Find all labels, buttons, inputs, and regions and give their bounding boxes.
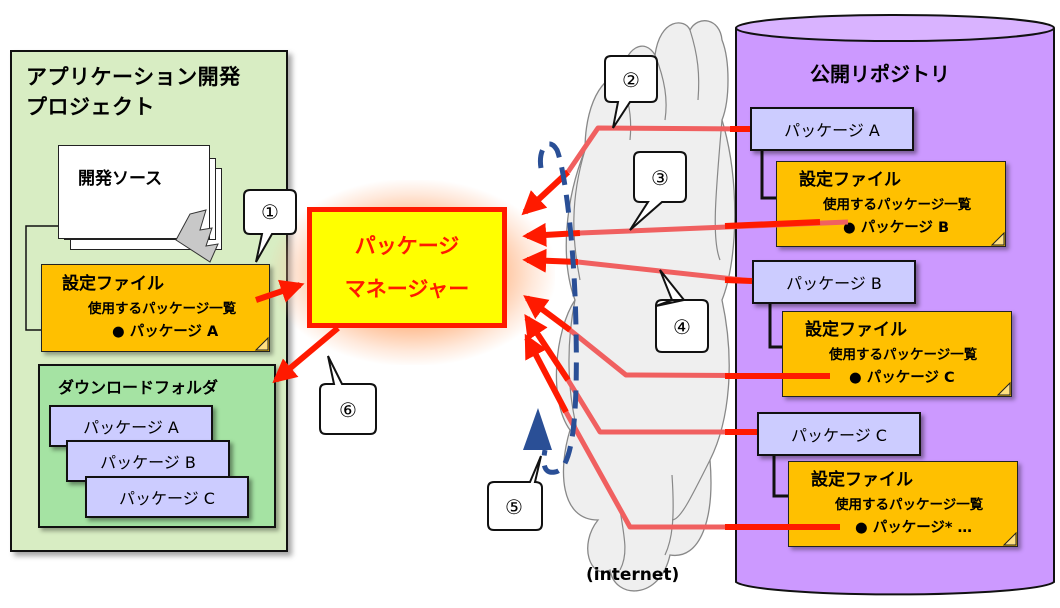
config-item: ● パッケージ C bbox=[849, 370, 955, 386]
config-title: 設定ファイル bbox=[805, 320, 907, 340]
download-folder-title: ダウンロードフォルダ bbox=[58, 378, 219, 397]
source-label: 開発ソース bbox=[78, 169, 163, 189]
repo-config-note-a: 設定ファイル 使用するパッケージ一覧 ● パッケージ B bbox=[776, 161, 1006, 247]
package-label: パッケージ C bbox=[119, 489, 215, 508]
project-title-line1: アプリケーション開発 bbox=[26, 65, 241, 89]
config-item: ● パッケージ B bbox=[843, 220, 950, 236]
config-item: ● パッケージ* … bbox=[855, 520, 973, 536]
config-title: 設定ファイル bbox=[811, 470, 913, 490]
package-manager[interactable]: パッケージ マネージャー bbox=[307, 207, 507, 328]
package-manager-line2: マネージャー bbox=[344, 276, 470, 301]
internet-cloud bbox=[555, 20, 736, 592]
package-manager-line1: パッケージ bbox=[354, 233, 460, 258]
config-item: ● パッケージ A bbox=[112, 324, 219, 340]
project-title-line2: プロジェクト bbox=[26, 95, 155, 119]
repo-package-b[interactable]: パッケージ B bbox=[752, 260, 916, 304]
repo-config-note-b: 設定ファイル 使用するパッケージ一覧 ● パッケージ C bbox=[782, 311, 1012, 397]
repository-title: 公開リポジトリ bbox=[810, 62, 950, 86]
repo-package-c[interactable]: パッケージ C bbox=[757, 412, 921, 456]
config-title: 設定ファイル bbox=[799, 170, 901, 190]
package-label: パッケージ A bbox=[83, 418, 179, 437]
download-package-c[interactable]: パッケージ C bbox=[85, 476, 249, 518]
repo-package-a[interactable]: パッケージ A bbox=[750, 107, 914, 151]
package-label: パッケージ A bbox=[784, 121, 880, 140]
source-page-1 bbox=[58, 145, 210, 239]
package-label: パッケージ B bbox=[786, 274, 882, 293]
config-subtitle: 使用するパッケージ一覧 bbox=[88, 301, 237, 317]
config-subtitle: 使用するパッケージ一覧 bbox=[823, 197, 972, 213]
project-config-note: 設定ファイル 使用するパッケージ一覧 ● パッケージ A bbox=[41, 264, 270, 352]
package-label: パッケージ B bbox=[100, 453, 196, 472]
repo-config-note-c: 設定ファイル 使用するパッケージ一覧 ● パッケージ* … bbox=[788, 461, 1018, 547]
internet-label: (internet) bbox=[586, 565, 680, 585]
download-package-b[interactable]: パッケージ B bbox=[66, 440, 230, 482]
project-title: アプリケーション開発 プロジェクト bbox=[26, 62, 241, 122]
config-title: 設定ファイル bbox=[62, 274, 164, 294]
package-label: パッケージ C bbox=[791, 426, 887, 445]
config-subtitle: 使用するパッケージ一覧 bbox=[835, 497, 984, 513]
config-subtitle: 使用するパッケージ一覧 bbox=[829, 347, 978, 363]
